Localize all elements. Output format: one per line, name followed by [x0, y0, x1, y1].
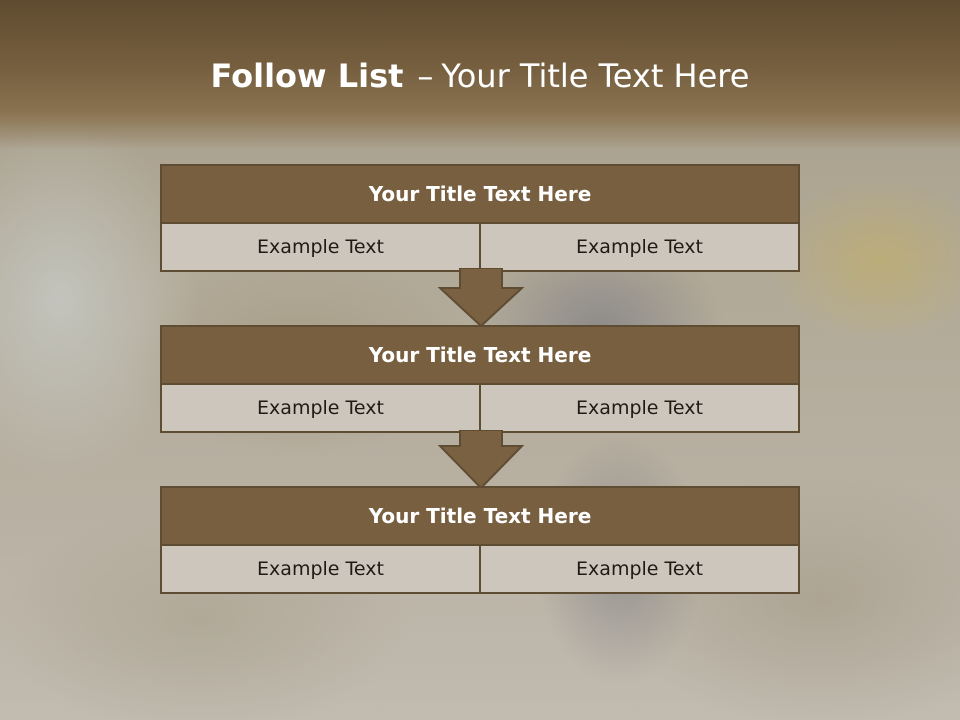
- block-title: Your Title Text Here: [162, 327, 798, 385]
- block-title: Your Title Text Here: [162, 488, 798, 546]
- down-arrow-icon: [438, 268, 524, 328]
- follow-block-3: Your Title Text Here Example Text Exampl…: [160, 486, 800, 594]
- slide-title-dash: –: [417, 57, 434, 95]
- slide-title-rest: Your Title Text Here: [441, 57, 750, 95]
- follow-block-2: Your Title Text Here Example Text Exampl…: [160, 325, 800, 433]
- block-title: Your Title Text Here: [162, 166, 798, 224]
- example-text-right: Example Text: [576, 236, 703, 258]
- block-row: Example Text Example Text: [162, 385, 798, 431]
- example-text-right: Example Text: [576, 558, 703, 580]
- follow-block-1: Your Title Text Here Example Text Exampl…: [160, 164, 800, 272]
- block-row: Example Text Example Text: [162, 224, 798, 270]
- block-row: Example Text Example Text: [162, 546, 798, 592]
- example-text-right: Example Text: [576, 397, 703, 419]
- slide-title: Follow List–Your Title Text Here: [0, 54, 960, 98]
- example-text-left: Example Text: [162, 546, 481, 592]
- example-text-left: Example Text: [162, 385, 481, 431]
- slide-title-bold: Follow List: [210, 57, 404, 95]
- example-text-left: Example Text: [162, 224, 481, 270]
- title-band: [0, 0, 960, 150]
- down-arrow-icon: [438, 430, 524, 490]
